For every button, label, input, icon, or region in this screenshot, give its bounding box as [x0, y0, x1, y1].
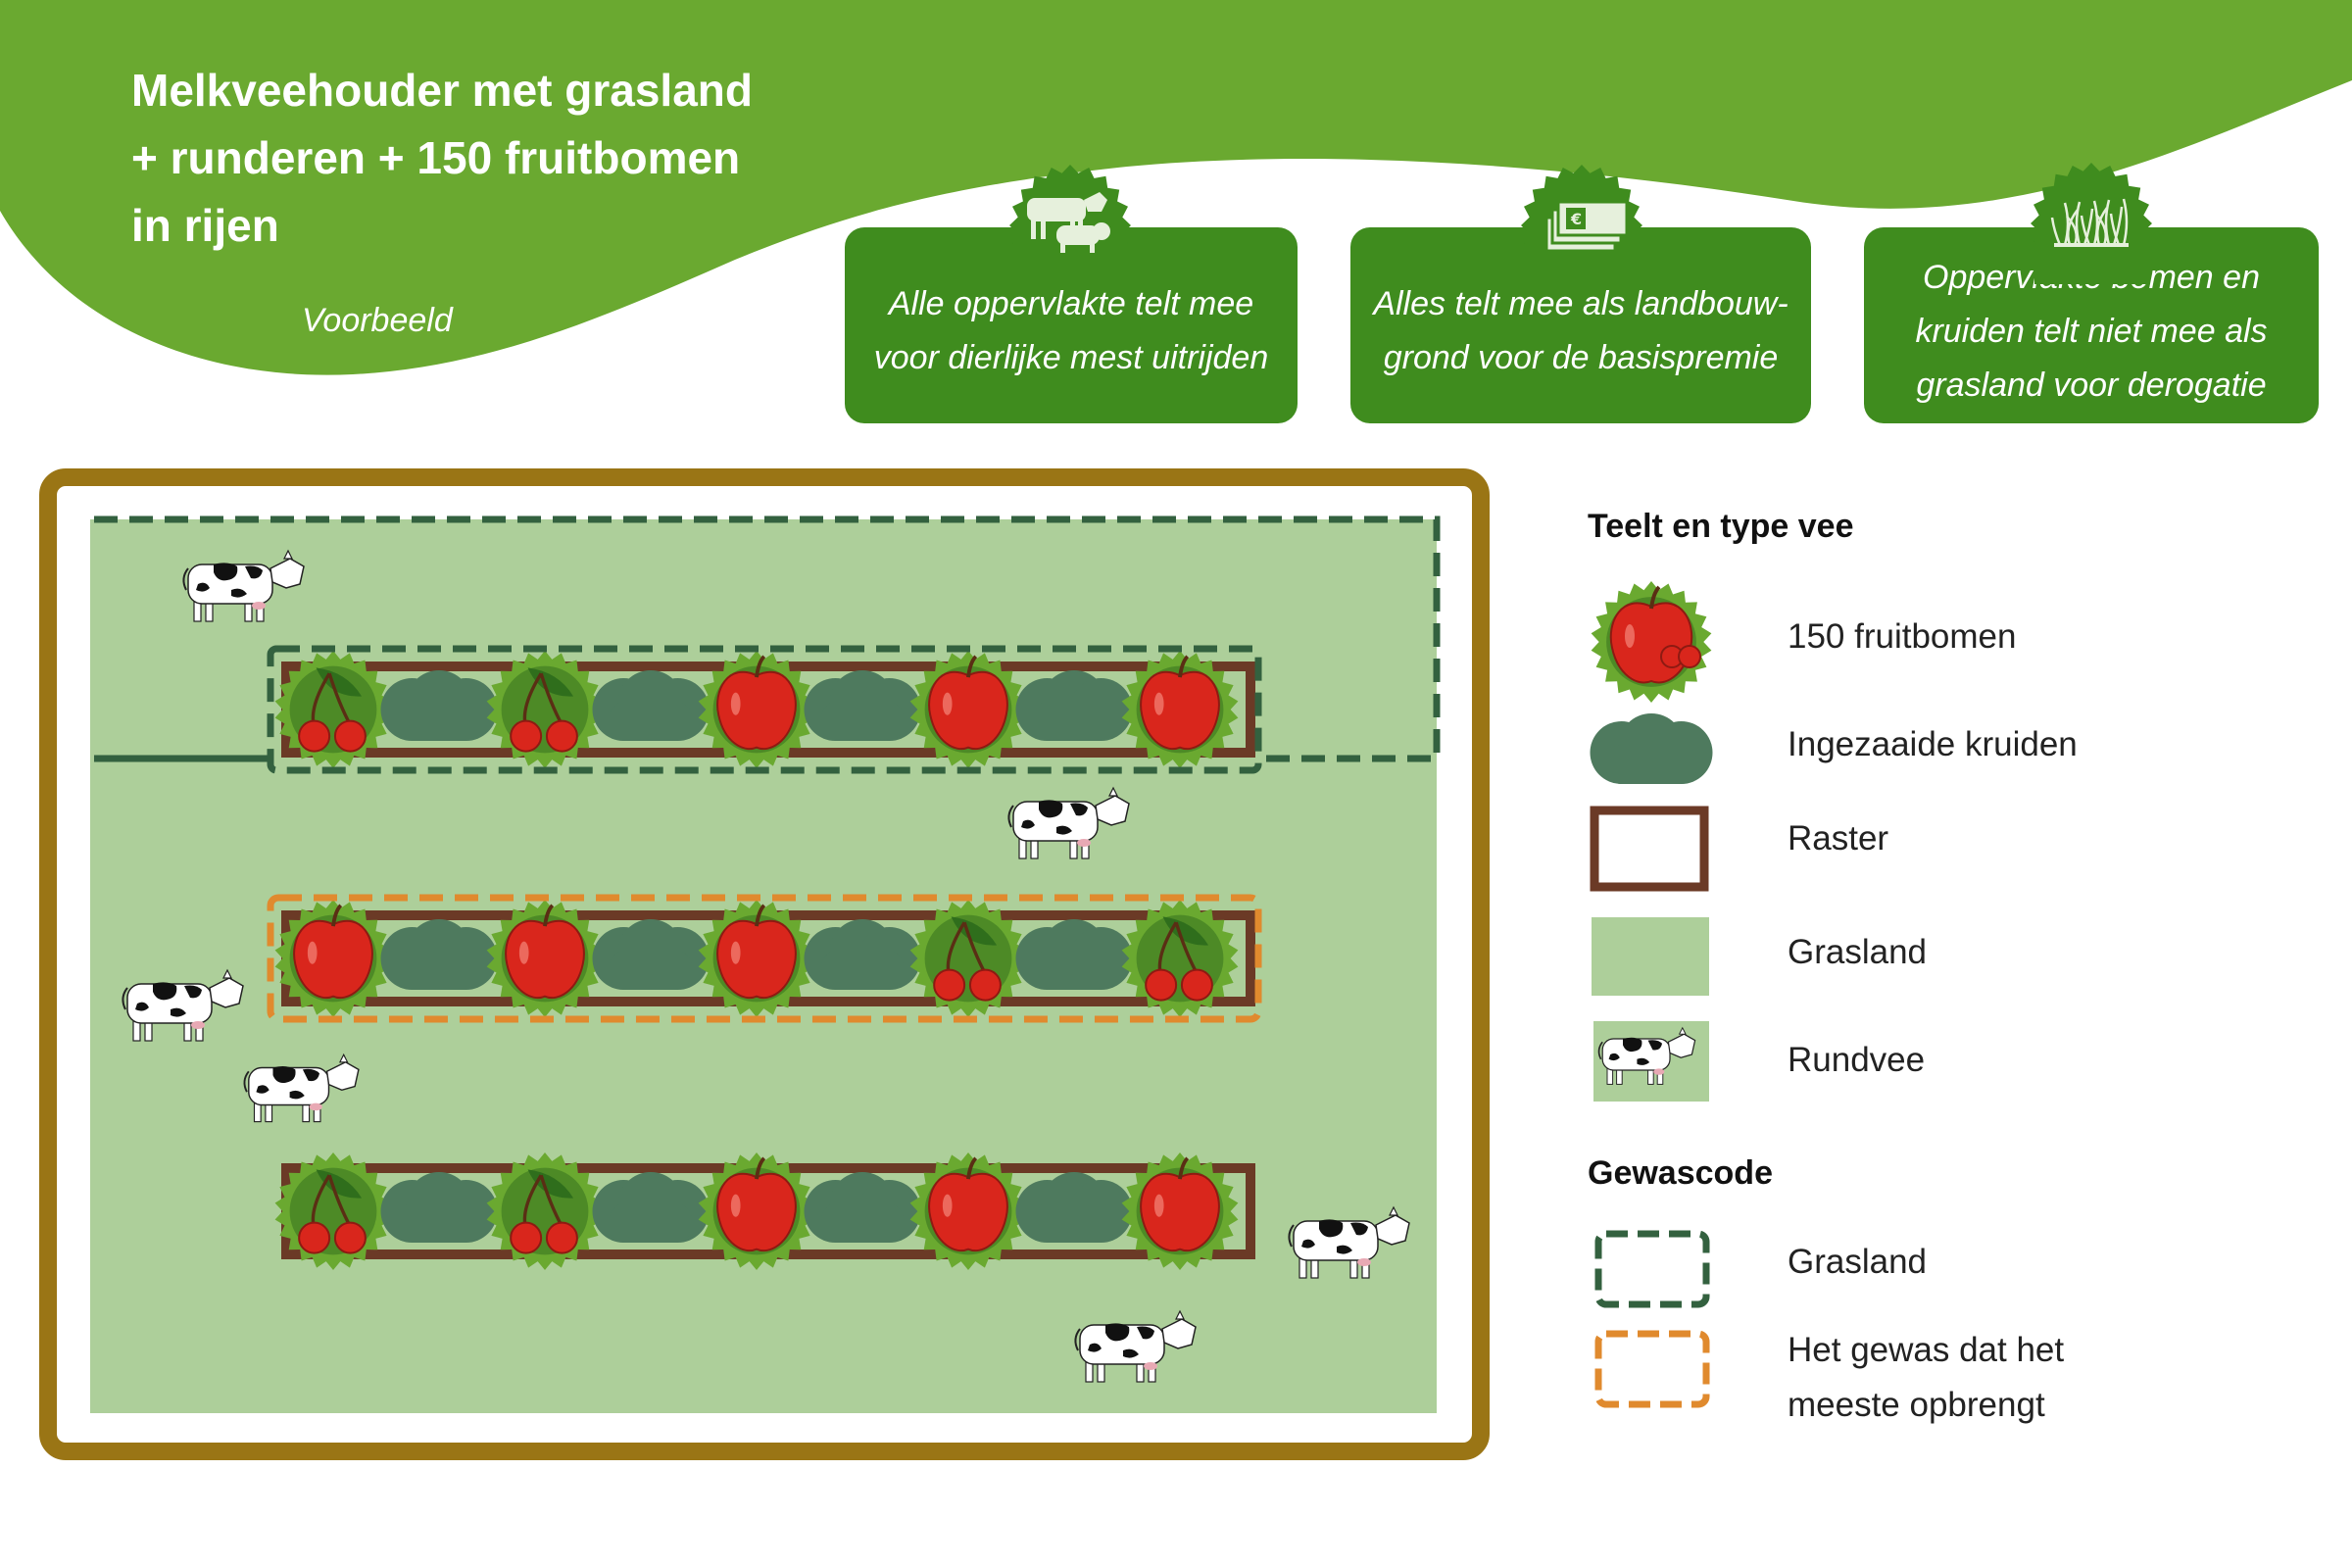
info-box-premium-line-1: Alles telt mee als landbouw-: [1373, 285, 1788, 322]
cherry-tree: [274, 651, 392, 768]
legend-heading-codes: Gewascode: [1588, 1154, 1773, 1192]
cow: [122, 968, 244, 1042]
info-box-manure-line-2: voor dierlijke mest uitrijden: [873, 339, 1269, 376]
badge-grass-blades: [2050, 198, 2129, 247]
grassland-swatch-icon: [1592, 917, 1709, 996]
cow: [182, 549, 305, 622]
page-title: Melkveehouder met grasland + runderen + …: [131, 57, 817, 260]
herb-strip: [1015, 1172, 1133, 1243]
field-diagram: [39, 468, 1490, 1460]
herb-strip: [1015, 670, 1133, 741]
legend-herb-shape: [1590, 713, 1713, 784]
dashed-orange-outline-icon: [1594, 1330, 1710, 1408]
legend-label-code-best-crop: Het gewas dat het meeste opbrengt: [1788, 1323, 2064, 1433]
dashed-green-outline-icon: [1594, 1230, 1710, 1308]
apple-tree: [909, 1152, 1027, 1270]
cow: [1288, 1205, 1410, 1279]
title-line-3: in rijen: [131, 200, 279, 251]
legend-label-code-grassland: Grasland: [1788, 1235, 1927, 1290]
grassland-code-outline-row-1: [267, 645, 1262, 774]
info-box-manure-line-1: Alle oppervlakte telt mee: [888, 285, 1254, 322]
apple-tree: [1121, 1152, 1239, 1270]
title-line-2: + runderen + 150 fruitbomen: [131, 132, 741, 183]
herb-bush-icon: [1590, 713, 1713, 784]
legend-label-cattle: Rundvee: [1788, 1041, 1926, 1079]
apple-tree: [698, 651, 815, 768]
cherry-tree: [486, 1152, 604, 1270]
herb-strip: [592, 919, 710, 990]
badge-livestock-figures: [1027, 192, 1110, 253]
cherry-tree: [909, 900, 1027, 1017]
herb-strip: [804, 919, 921, 990]
euro-money-icon: €: [1521, 165, 1642, 286]
title-line-1: Melkveehouder met grasland: [131, 65, 753, 116]
apple-tree: [486, 900, 604, 1017]
livestock-icon: [1009, 165, 1131, 286]
grass-icon: [2031, 163, 2152, 284]
legend-label-fruit-trees: 150 fruitbomen: [1788, 617, 2017, 656]
cow: [1007, 786, 1130, 859]
apple-tree: [698, 1152, 815, 1270]
herb-strip: [380, 1172, 498, 1243]
tree-row-2: [267, 894, 1262, 1023]
cattle-icon: [1593, 1021, 1709, 1102]
legend-heading-crops: Teelt en type vee: [1588, 508, 1854, 545]
herb-strip: [592, 1172, 710, 1243]
legend-fruit-tree: [1591, 581, 1712, 703]
info-box-derogation-line-3: grasland voor derogatie: [1916, 366, 2267, 404]
svg-text:€: €: [1570, 210, 1582, 228]
legend-label-herbs: Ingezaaide kruiden: [1788, 725, 2078, 763]
legend-label-grassland: Grasland: [1788, 933, 1928, 971]
apple-tree: [274, 900, 392, 1017]
tree-row-1: [267, 645, 1262, 774]
herb-strip: [592, 670, 710, 741]
herb-strip: [804, 670, 921, 741]
cow: [243, 1053, 360, 1123]
herb-strip: [380, 670, 498, 741]
apple-tree: [698, 900, 815, 1017]
cow: [1074, 1309, 1197, 1383]
best-crop-code-outline-row-2: [267, 894, 1262, 1023]
cherry-tree: [274, 1152, 392, 1270]
cherry-tree: [1121, 900, 1239, 1017]
herb-strip: [1015, 919, 1133, 990]
apple-tree: [909, 651, 1027, 768]
legend-label-fence: Raster: [1788, 819, 1889, 858]
cherry-tree: [486, 651, 604, 768]
legend-code-best-crop-line-1: Het gewas dat het: [1788, 1331, 2065, 1369]
tree-row-3: [274, 1152, 1255, 1270]
info-box-derogation-line-2: kruiden telt niet mee als: [1915, 312, 2268, 350]
header-wave-background: [0, 0, 2352, 375]
herb-strip: [804, 1172, 921, 1243]
badge-money-notes: €: [1544, 200, 1629, 253]
grassland-code-outline-top: [94, 515, 1441, 762]
fence-icon: [1590, 806, 1709, 892]
page-subtitle: Voorbeeld: [302, 302, 453, 339]
fruit-tree-icon: [1591, 581, 1712, 703]
legend-code-best-crop-line-2: meeste opbrengt: [1788, 1386, 2045, 1424]
legend-cow-figure: [1597, 1026, 1696, 1085]
legend-code-grassland-line-1: Grasland: [1788, 1243, 1928, 1281]
info-box-premium-line-2: grond voor de basispremie: [1383, 339, 1779, 376]
apple-tree: [1121, 651, 1239, 768]
herb-strip: [380, 919, 498, 990]
